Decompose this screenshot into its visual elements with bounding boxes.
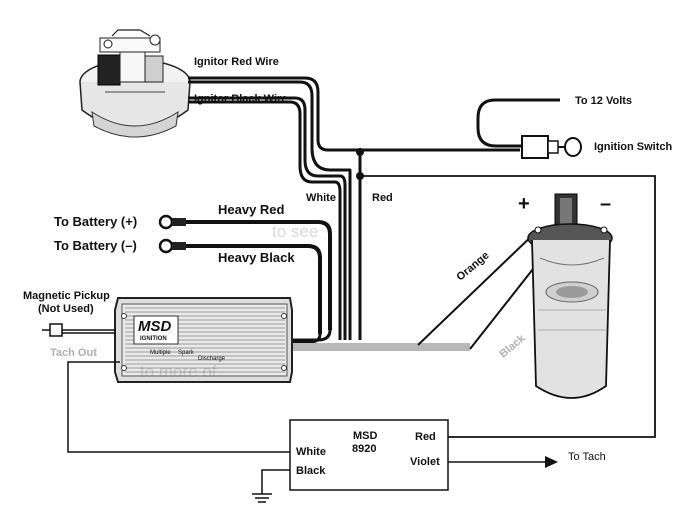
label-magnetic-pickup: Magnetic Pickup: [23, 290, 110, 302]
msd-unit-sublogo: IGNITION: [140, 336, 167, 342]
junction-dot: [356, 172, 364, 180]
ignitor-distributor: [79, 29, 191, 138]
watermark-text: to more of: [140, 362, 217, 381]
label-ignition-switch: Ignition Switch: [594, 141, 673, 153]
heavy-wire-ends: [290, 329, 332, 344]
label-red: Red: [372, 192, 393, 204]
label-ignitor-red-wire: Ignitor Red Wire: [194, 56, 279, 68]
label-to-12-volts: To 12 Volts: [575, 95, 633, 107]
switch-wires: [358, 98, 560, 340]
label-heavy-red: Heavy Red: [218, 202, 285, 217]
magnetic-pickup-connector: [42, 323, 116, 337]
label-tach-out: Tach Out: [50, 347, 97, 359]
label-to-battery-neg: To Battery (–): [54, 238, 137, 253]
label-white: White: [306, 192, 336, 204]
msd-unit-caption2: Spark: [178, 350, 194, 356]
msd-box-model: 8920: [352, 443, 377, 455]
ignition-coil: [527, 193, 613, 399]
msd-unit-caption1: Multiple: [150, 350, 171, 356]
msd-box-white: White: [296, 446, 326, 458]
gray-wires: [290, 343, 470, 351]
label-heavy-black: Heavy Black: [218, 250, 295, 265]
junction-dot: [356, 148, 364, 156]
label-to-battery-pos: To Battery (+): [54, 214, 138, 229]
msd-8920-box: [289, 419, 449, 491]
label-minus: –: [600, 193, 612, 215]
watermark-text: to see: [272, 222, 319, 241]
msd-ignition-unit: [114, 297, 293, 383]
msd-box-red: Red: [415, 431, 436, 443]
tach-out-wire: [67, 361, 290, 453]
red-coil-wire: [362, 175, 656, 438]
ignitor-wires: [188, 76, 520, 340]
msd-unit-logo: MSD: [138, 318, 172, 335]
coil-leads: [417, 229, 549, 350]
ground-symbol: [252, 469, 290, 503]
label-not-used: (Not Used): [38, 303, 94, 315]
label-ignitor-black-wire: Ignitor Black Wire: [194, 93, 288, 105]
label-plus: +: [518, 193, 530, 215]
msd-box-black: Black: [296, 465, 326, 477]
label-to-tach: To Tach: [568, 451, 606, 463]
ignition-switch: [521, 135, 582, 159]
msd-box-violet: Violet: [410, 456, 440, 468]
msd-unit-caption3: Discharge: [198, 356, 226, 362]
battery-terminals: [158, 214, 186, 254]
heavy-wires: [186, 220, 332, 334]
to-tach-arrow: [448, 456, 558, 468]
msd-box-title: MSD: [353, 430, 378, 442]
